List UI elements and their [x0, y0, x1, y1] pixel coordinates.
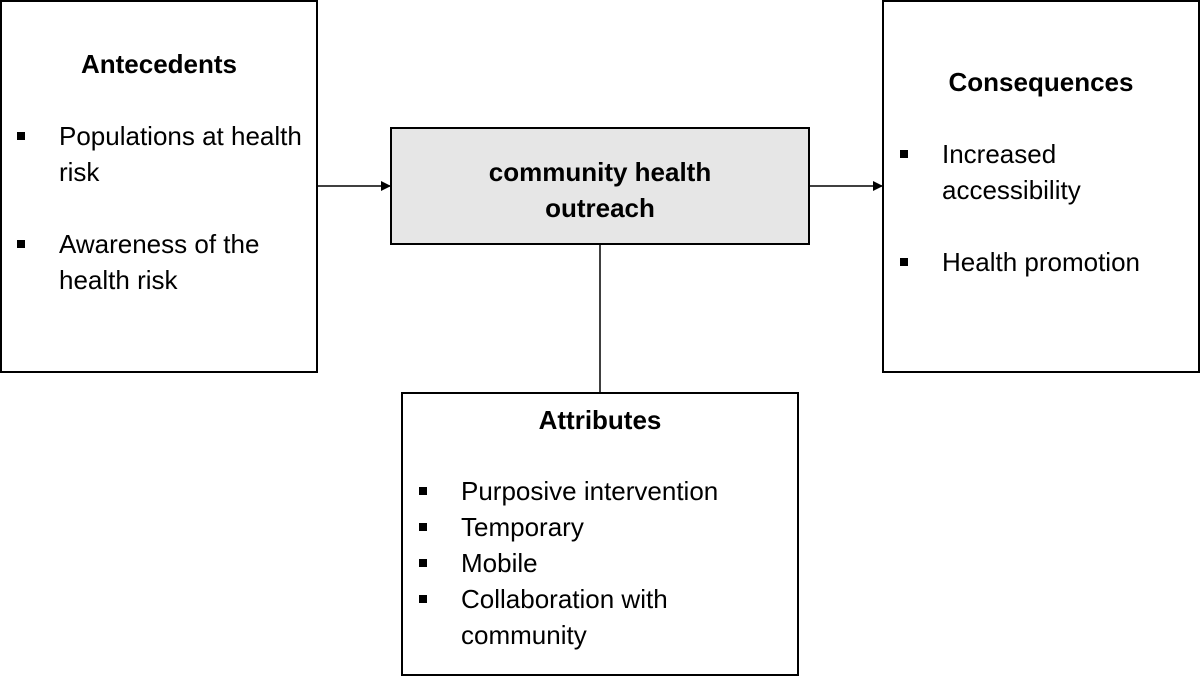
concept-box: community health outreach [390, 127, 810, 245]
square-bullet-icon [17, 132, 25, 140]
consequence-item: Health promotion [900, 244, 1200, 280]
attribute-item-label: Mobile [461, 548, 538, 578]
square-bullet-icon [419, 487, 427, 495]
attribute-item: Purposive intervention [419, 473, 789, 509]
concept-label: community health outreach [488, 157, 712, 223]
consequence-item-label: Increased accessibility [942, 139, 1081, 205]
attribute-item-label: Temporary [461, 512, 584, 542]
attribute-item: Temporary [419, 509, 789, 545]
consequence-item: Increased accessibility [900, 136, 1200, 208]
attributes-box: Attributes Purposive intervention Tempor… [401, 392, 799, 676]
antecedent-item-label: Populations at health risk [59, 121, 302, 187]
consequence-item-label: Health promotion [942, 247, 1140, 277]
attribute-item-label: Purposive intervention [461, 476, 719, 506]
consequences-title: Consequences [948, 67, 1134, 97]
attributes-title: Attributes [538, 405, 662, 435]
square-bullet-icon [419, 523, 427, 531]
consequences-box: Consequences Increased accessibility Hea… [882, 0, 1200, 373]
antecedent-item: Awareness of the health risk [17, 226, 317, 298]
square-bullet-icon [17, 240, 25, 248]
attribute-item-label: Collaboration with community [461, 584, 668, 650]
square-bullet-icon [900, 150, 908, 158]
antecedents-box: Antecedents Populations at health risk A… [0, 0, 318, 373]
consequences-list: Increased accessibility Health promotion [900, 136, 1200, 280]
antecedents-list: Populations at health risk Awareness of … [17, 118, 317, 298]
square-bullet-icon [419, 559, 427, 567]
antecedent-item: Populations at health risk [17, 118, 317, 190]
attributes-list: Purposive intervention Temporary Mobile … [419, 473, 789, 653]
square-bullet-icon [900, 258, 908, 266]
attribute-item: Mobile [419, 545, 789, 581]
square-bullet-icon [419, 595, 427, 603]
attribute-item: Collaboration with community [419, 581, 789, 653]
antecedent-item-label: Awareness of the health risk [59, 229, 260, 295]
antecedents-title: Antecedents [80, 49, 238, 79]
